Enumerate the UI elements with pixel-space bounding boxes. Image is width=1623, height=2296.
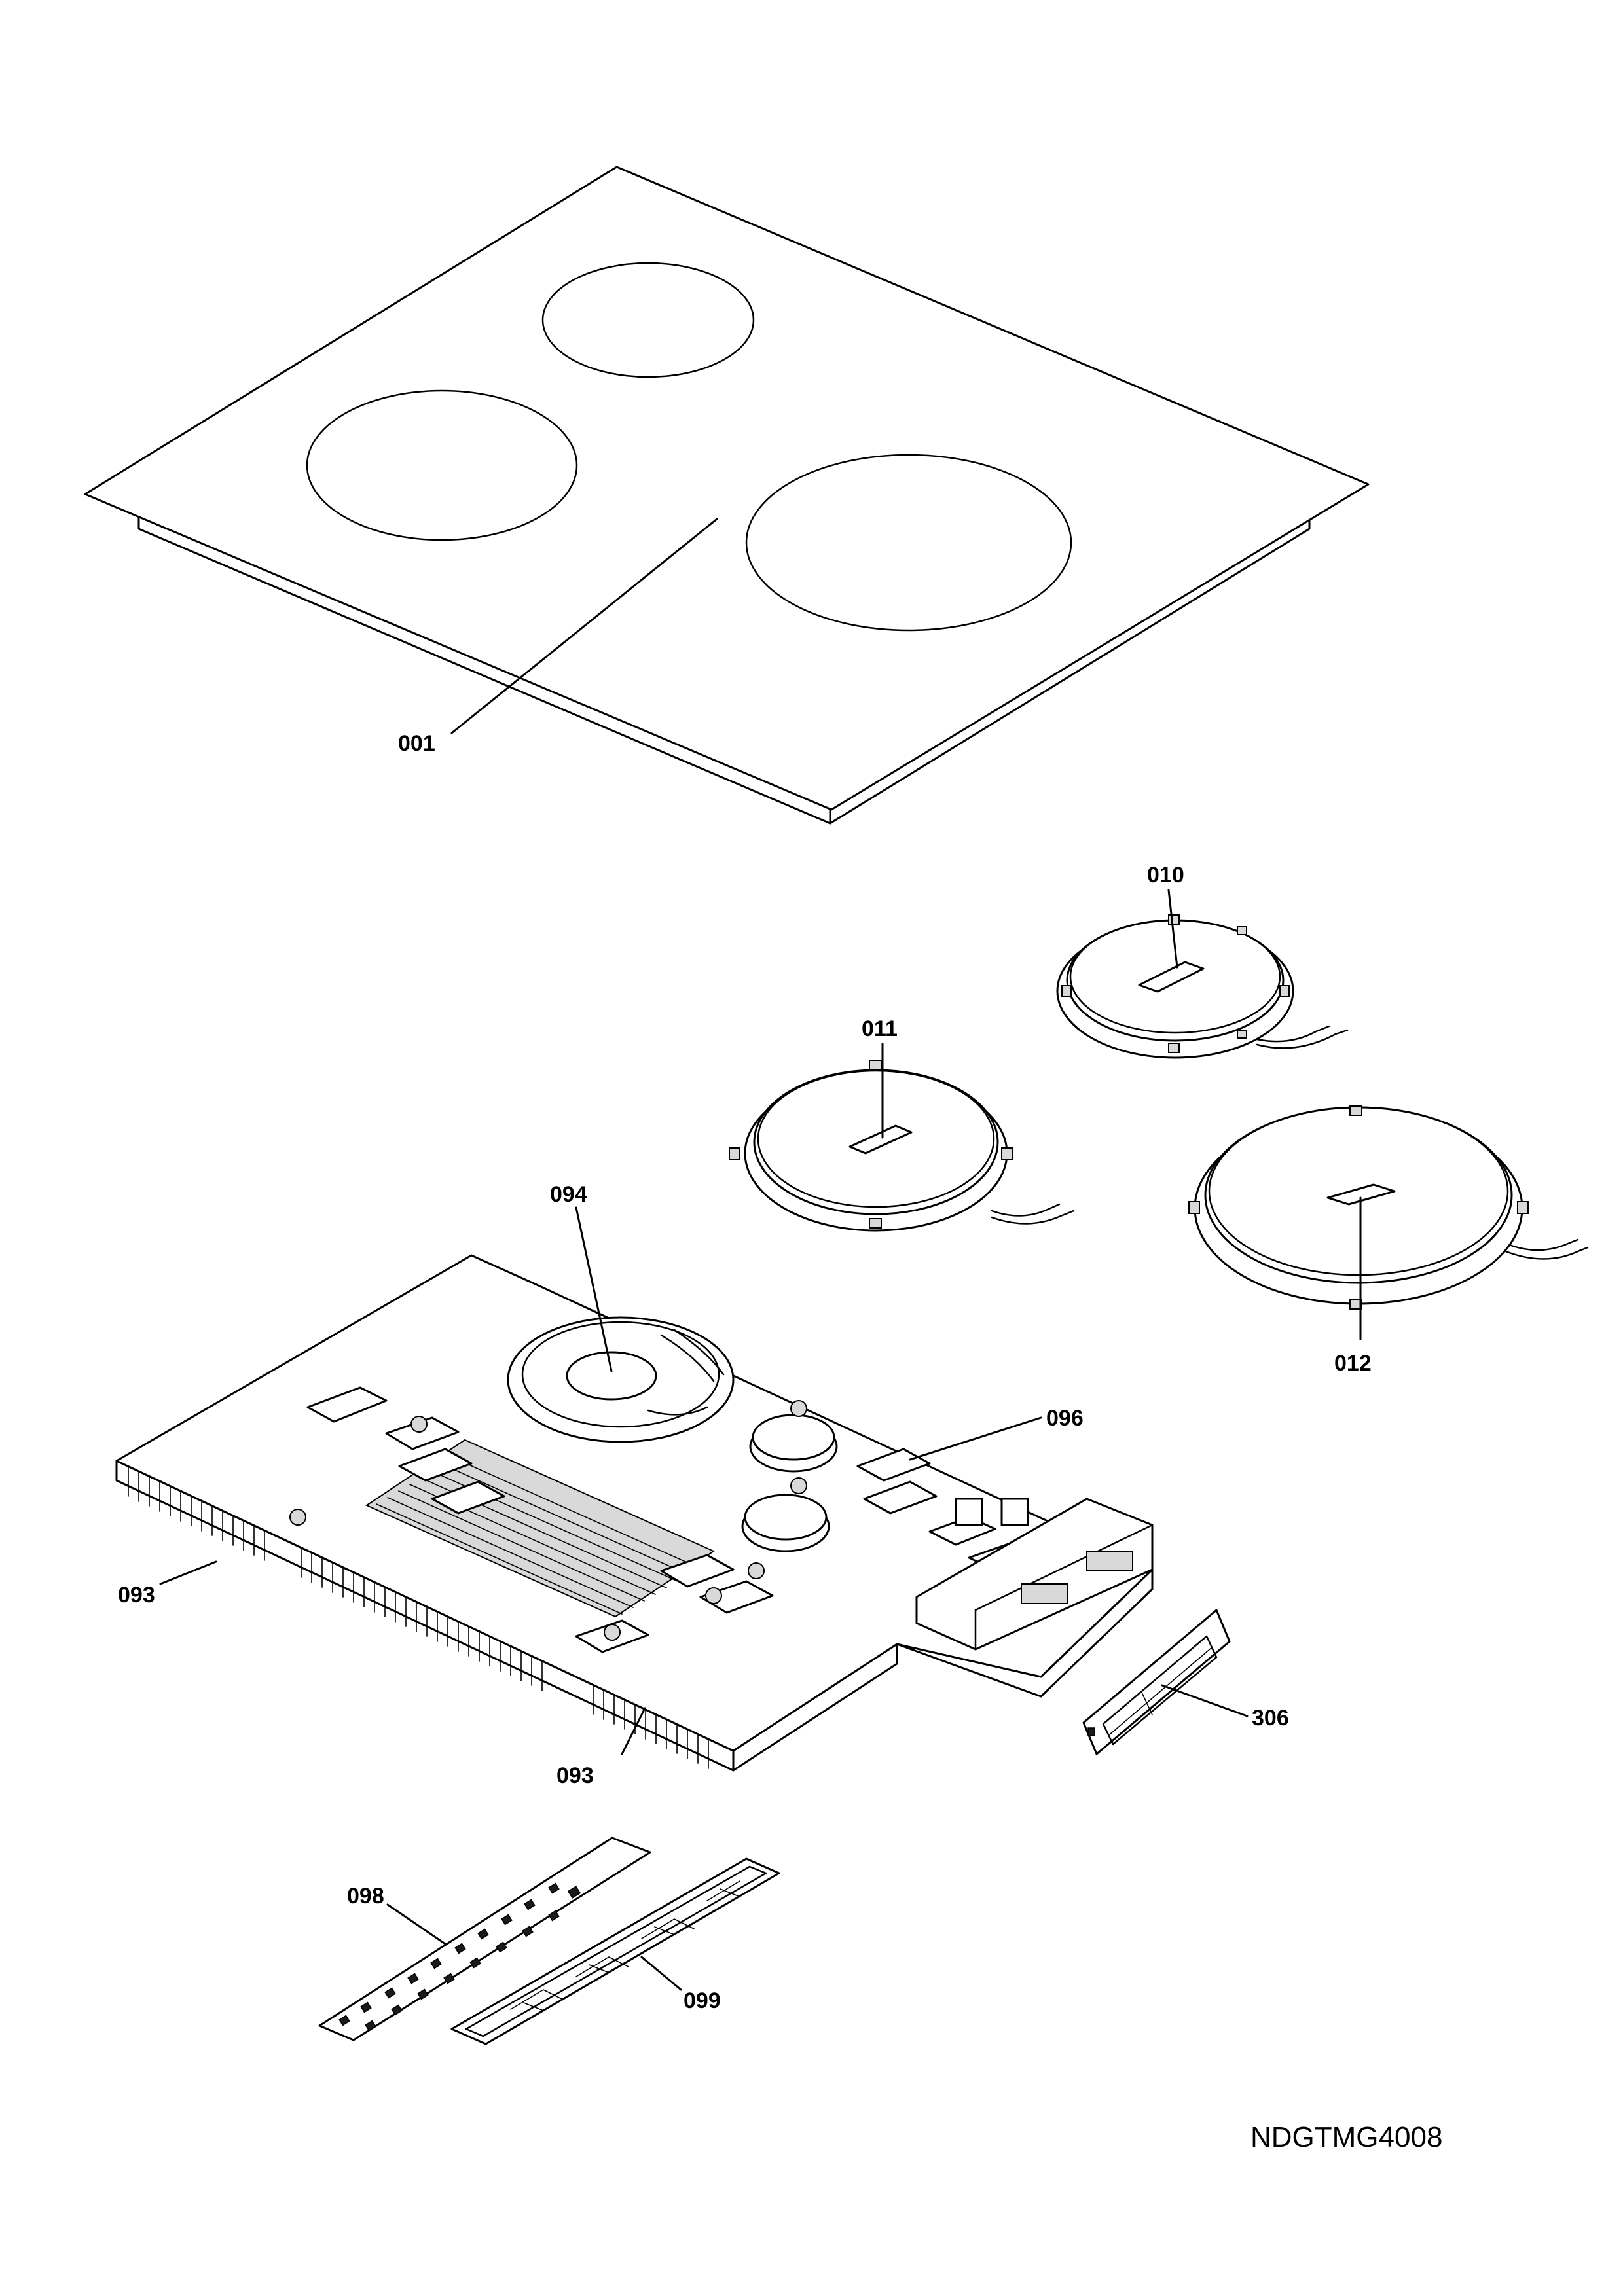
leader-099 [640, 1956, 682, 1991]
part-010-coil-small [1056, 914, 1349, 1059]
part-011-coil-medium [729, 1060, 1075, 1232]
cooling-fins [128, 1467, 709, 1769]
part-093-chassis [115, 1254, 1154, 1772]
label-093-upper: 093 [118, 1583, 155, 1607]
label-096: 096 [1046, 1406, 1084, 1431]
label-098: 098 [347, 1884, 384, 1909]
leader-098 [386, 1903, 447, 1945]
leader-306 [1161, 1684, 1249, 1717]
leader-010 [1167, 889, 1178, 969]
drawing-code: NDGTMG4008 [1250, 2121, 1442, 2153]
label-306: 306 [1252, 1706, 1289, 1731]
leader-094 [575, 1206, 613, 1372]
leader-001 [450, 518, 718, 734]
leader-093-lower [621, 1707, 646, 1755]
part-001-glass-top [84, 166, 1370, 825]
leader-093-upper [159, 1560, 217, 1585]
control-housing [915, 1498, 1154, 1651]
fan-unit [507, 1316, 735, 1443]
label-099: 099 [684, 1988, 721, 2013]
part-099-pcb-frame [450, 1857, 780, 2045]
part-012-coil-large [1188, 1105, 1589, 1310]
capacitors [741, 1414, 838, 1552]
leader-096 [909, 1416, 1042, 1461]
label-001: 001 [398, 731, 435, 756]
label-093-lower: 093 [556, 1763, 594, 1788]
label-094: 094 [550, 1182, 587, 1207]
part-098-control-pcb [318, 1837, 651, 2041]
label-010: 010 [1147, 863, 1184, 888]
label-012: 012 [1334, 1351, 1372, 1376]
part-306-connector-cover [1082, 1609, 1231, 1755]
label-011: 011 [862, 1016, 898, 1041]
heatsink [365, 1439, 716, 1618]
